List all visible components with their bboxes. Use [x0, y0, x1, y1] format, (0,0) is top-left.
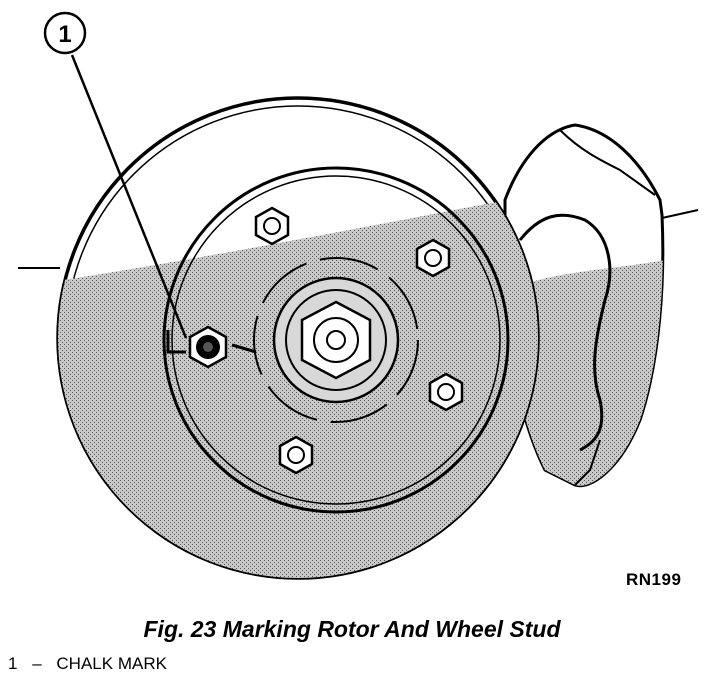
legend-label: CHALK MARK [56, 654, 167, 673]
callout-1: 1 [43, 11, 188, 339]
wheel-studs [188, 206, 464, 475]
figure-caption: Fig. 23 Marking Rotor And Wheel Stud [143, 616, 561, 642]
brake-caliper [503, 123, 699, 488]
legend-separator: – [32, 654, 42, 673]
wheel-stud [254, 206, 290, 246]
callout-number: 1 [58, 21, 71, 48]
wheel-stud [278, 435, 314, 475]
wheel-stud-marked [188, 325, 228, 369]
rotor-hub-face [162, 166, 510, 514]
chalk-mark [166, 330, 257, 354]
wheel-stud [428, 372, 464, 412]
wheel-stud [415, 238, 451, 278]
legend-item: 1 – CHALK MARK [8, 654, 167, 674]
legend-number: 1 [8, 654, 18, 673]
figure-reference-code: RN199 [626, 570, 682, 589]
brake-rotor-illustration: 1 [18, 11, 699, 580]
